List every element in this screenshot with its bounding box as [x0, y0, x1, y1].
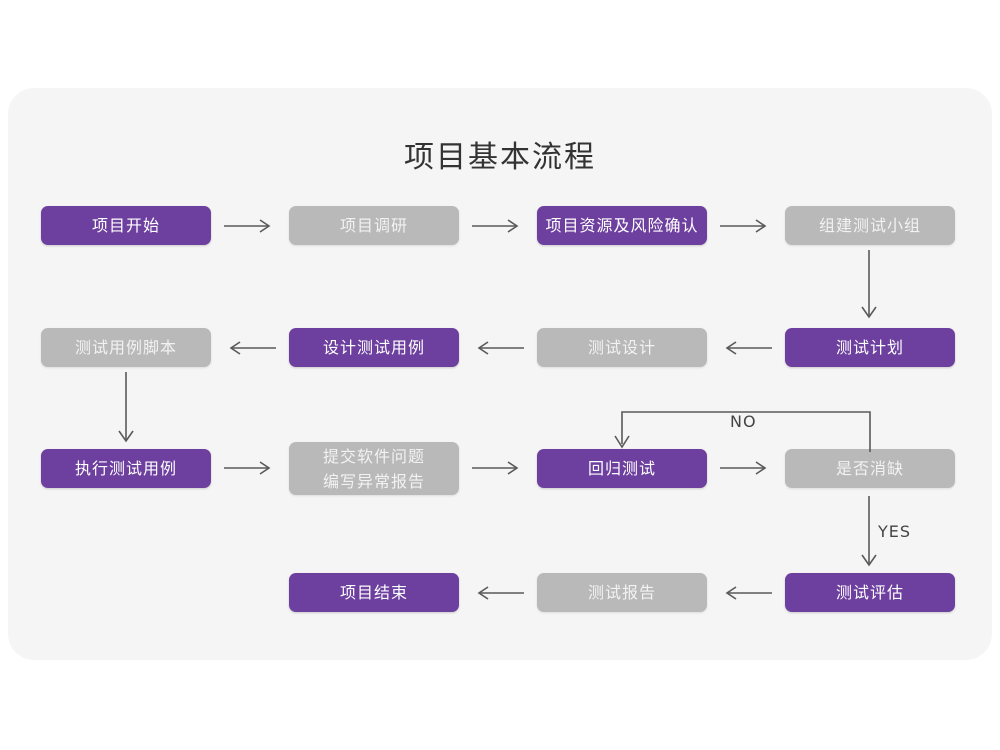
node-label: 项目结束 [339, 582, 408, 602]
node-label: 测试用例脚本 [74, 337, 177, 357]
node-execute-test-case[interactable]: 执行测试用例 [41, 449, 211, 488]
node-test-report[interactable]: 测试报告 [537, 573, 707, 612]
node-test-case-script[interactable]: 测试用例脚本 [41, 328, 211, 367]
edge-label-yes: YES [878, 522, 912, 541]
node-project-end[interactable]: 项目结束 [289, 573, 459, 612]
node-label: 测试设计 [587, 337, 656, 357]
node-project-research[interactable]: 项目调研 [289, 206, 459, 245]
node-resource-risk-confirm[interactable]: 项目资源及风险确认 [537, 206, 707, 245]
node-label: 是否消缺 [835, 458, 904, 478]
node-label: 测试评估 [835, 582, 904, 602]
node-test-evaluation[interactable]: 测试评估 [785, 573, 955, 612]
page-title: 项目基本流程 [404, 140, 596, 175]
node-test-design[interactable]: 测试设计 [537, 328, 707, 367]
node-regression-test[interactable]: 回归测试 [537, 449, 707, 488]
flowchart-panel [8, 88, 992, 660]
node-defect-cleared-decision[interactable]: 是否消缺 [785, 449, 955, 488]
node-label: 测试计划 [835, 337, 904, 357]
node-project-start[interactable]: 项目开始 [41, 206, 211, 245]
node-label: 项目开始 [91, 215, 160, 235]
node-label: 项目调研 [339, 215, 408, 235]
node-build-test-team[interactable]: 组建测试小组 [785, 206, 955, 245]
node-label: 组建测试小组 [818, 215, 921, 235]
node-label: 提交软件问题 编写异常报告 [322, 446, 425, 491]
node-label: 回归测试 [587, 458, 656, 478]
node-label: 执行测试用例 [74, 458, 177, 478]
node-design-test-case[interactable]: 设计测试用例 [289, 328, 459, 367]
node-label: 设计测试用例 [322, 337, 425, 357]
node-label: 项目资源及风险确认 [545, 215, 699, 235]
node-submit-issue-report[interactable]: 提交软件问题 编写异常报告 [289, 442, 459, 495]
node-label: 测试报告 [587, 582, 656, 602]
edge-label-no: NO [730, 412, 757, 431]
node-test-plan[interactable]: 测试计划 [785, 328, 955, 367]
